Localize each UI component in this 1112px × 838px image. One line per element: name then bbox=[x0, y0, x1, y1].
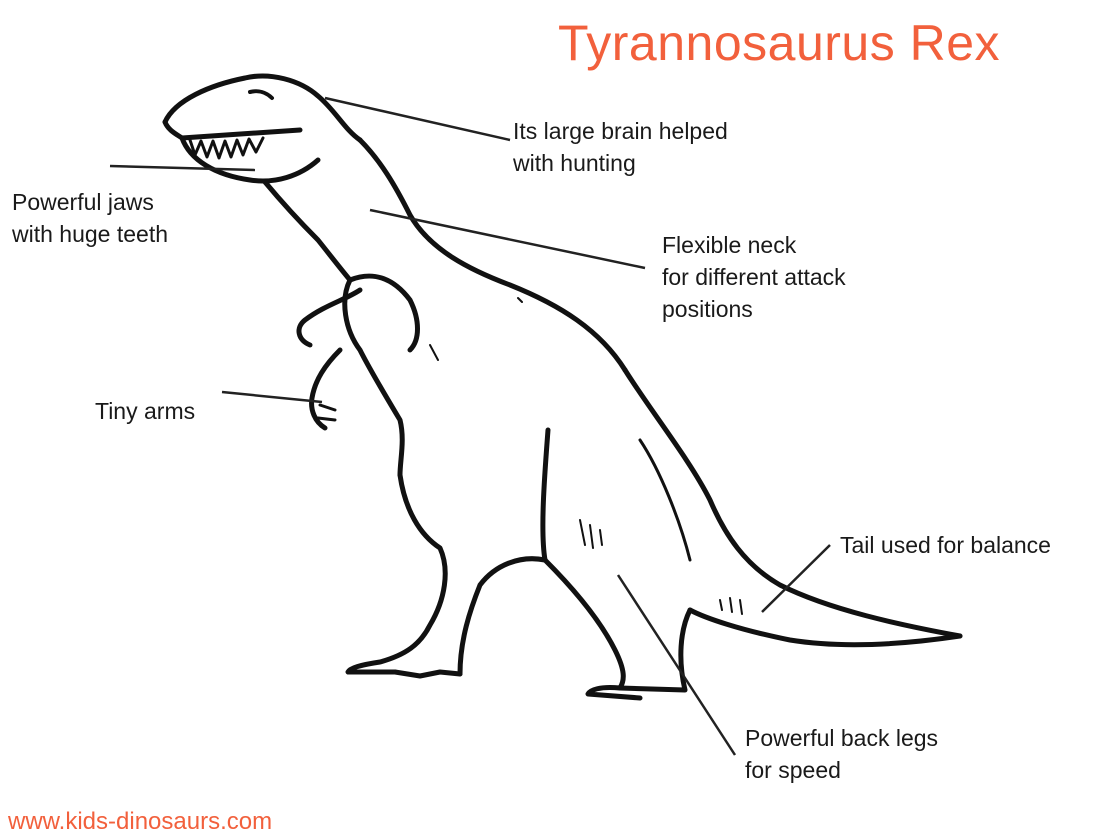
label-brain-line-1: Its large brain helped bbox=[513, 115, 728, 147]
back-leg-front bbox=[545, 560, 623, 688]
upper-jaw bbox=[165, 122, 300, 138]
label-brain-line-2: with hunting bbox=[513, 147, 728, 179]
label-neck-line-2: for different attack bbox=[662, 261, 846, 293]
label-neck-line-3: positions bbox=[662, 293, 846, 325]
back-hip bbox=[625, 370, 960, 636]
label-legs-line-2: for speed bbox=[745, 754, 938, 786]
eye bbox=[250, 91, 272, 98]
label-legs: Powerful back legs for speed bbox=[745, 722, 938, 786]
label-neck-line-1: Flexible neck bbox=[662, 229, 846, 261]
label-tail: Tail used for balance bbox=[840, 529, 1051, 561]
arm-lower bbox=[312, 350, 340, 428]
label-neck: Flexible neck for different attack posit… bbox=[662, 229, 846, 325]
shoulder bbox=[350, 276, 418, 350]
source-url: www.kids-dinosaurs.com bbox=[8, 808, 272, 836]
claw bbox=[318, 405, 335, 420]
label-arms: Tiny arms bbox=[95, 395, 195, 427]
label-arms-line-1: Tiny arms bbox=[95, 395, 195, 427]
throat bbox=[265, 182, 350, 280]
back-leg bbox=[588, 610, 690, 698]
label-brain: Its large brain helped with hunting bbox=[513, 115, 728, 179]
label-jaws: Powerful jaws with huge teeth bbox=[12, 186, 168, 250]
label-legs-line-1: Powerful back legs bbox=[745, 722, 938, 754]
label-jaws-line-1: Powerful jaws bbox=[12, 186, 168, 218]
leader-jaws bbox=[110, 166, 255, 170]
label-jaws-line-2: with huge teeth bbox=[12, 218, 168, 250]
foot-front bbox=[395, 672, 460, 676]
belly bbox=[543, 430, 548, 560]
chest bbox=[345, 280, 402, 475]
teeth bbox=[190, 138, 263, 158]
leader-neck bbox=[370, 210, 645, 268]
leader-legs bbox=[618, 575, 735, 755]
leg-inner bbox=[460, 559, 545, 674]
label-tail-line-1: Tail used for balance bbox=[840, 529, 1051, 561]
texture bbox=[430, 298, 742, 614]
leg-front bbox=[348, 475, 445, 672]
leader-arms bbox=[222, 392, 322, 402]
